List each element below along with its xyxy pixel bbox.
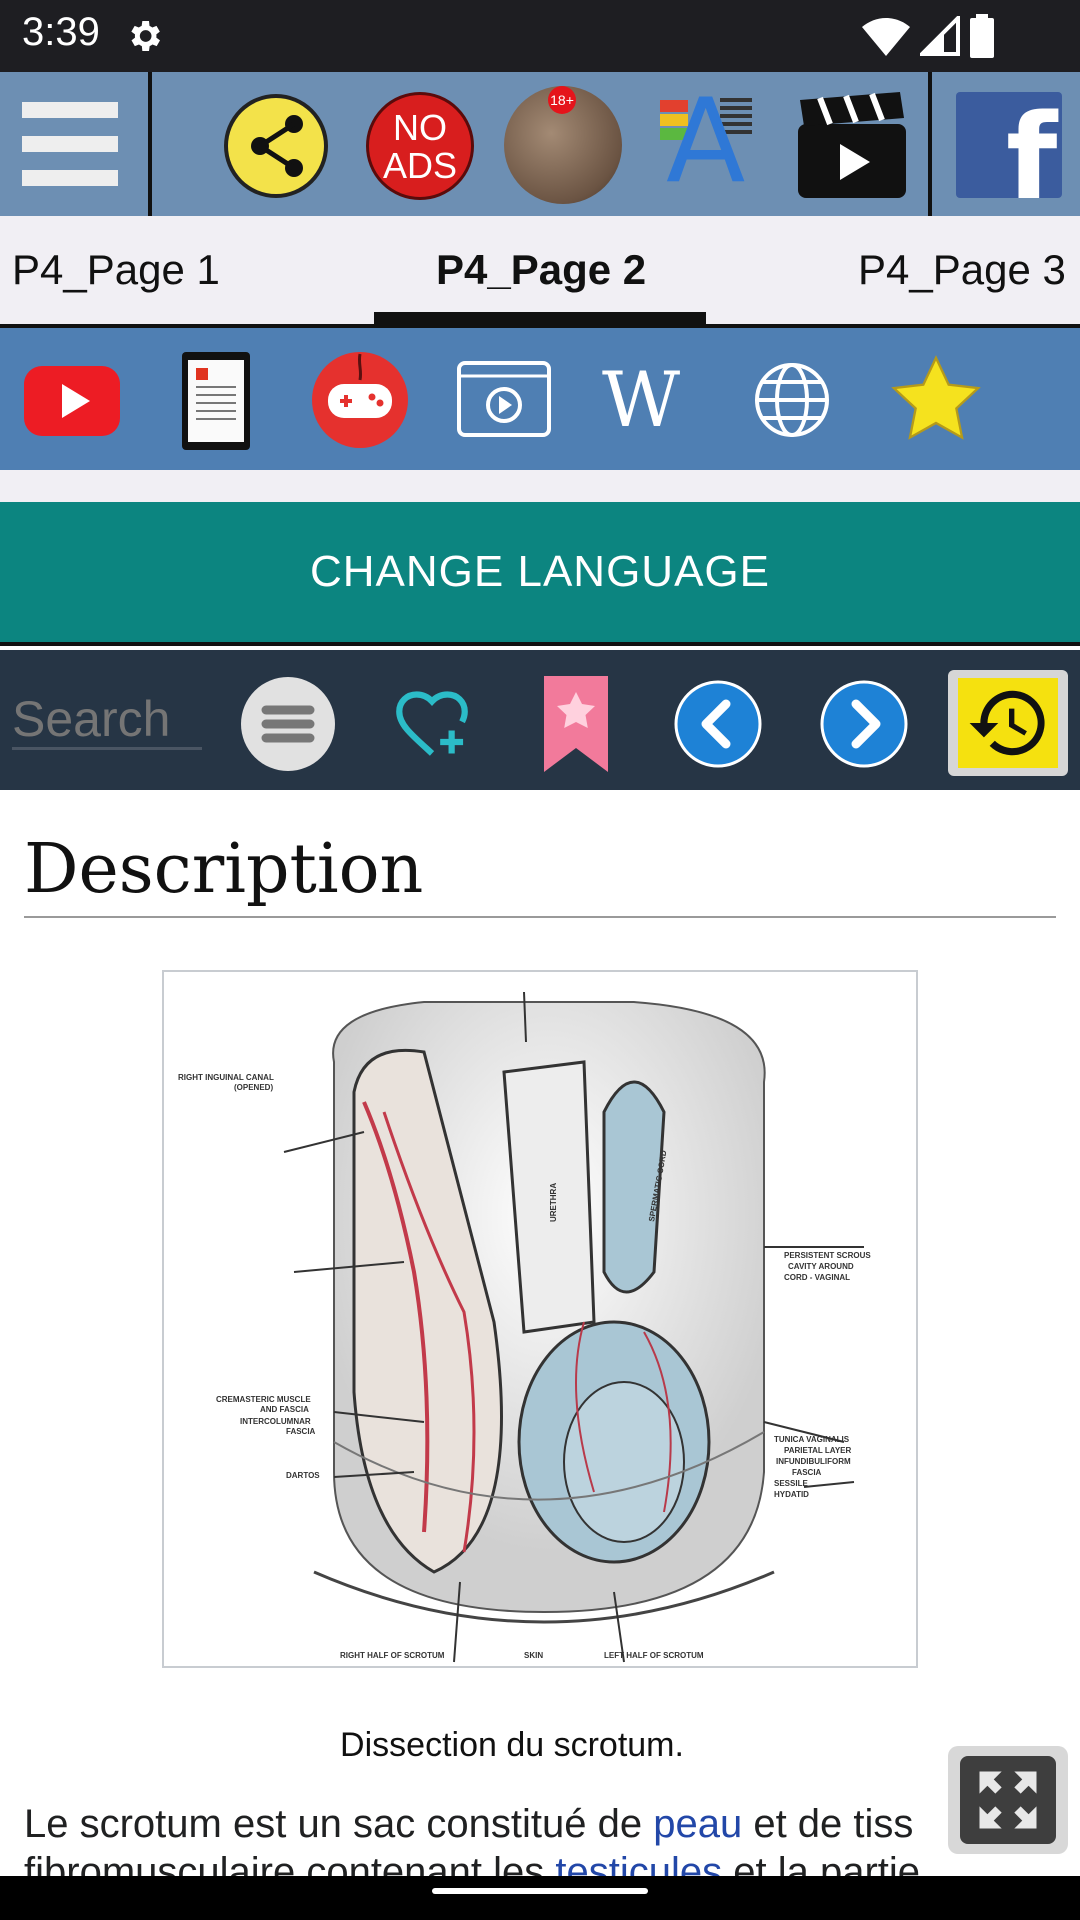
fig-label: RIGHT INGUINAL CANAL — [178, 1073, 274, 1082]
quick-links-bar: W — [0, 328, 1080, 470]
search-toolbar — [0, 650, 1080, 790]
system-navigation-bar — [0, 1876, 1080, 1920]
fig-label: FASCIA — [792, 1468, 822, 1477]
settings-gear-icon — [131, 21, 160, 51]
home-gesture-handle[interactable] — [432, 1888, 648, 1894]
favorite-star-icon[interactable] — [890, 354, 982, 446]
paragraph-text: et de tiss — [742, 1802, 914, 1846]
no-ads-label-line2: ADS — [382, 145, 458, 186]
share-icon[interactable] — [222, 92, 330, 200]
list-menu-icon[interactable] — [240, 676, 336, 772]
wifi-icon — [862, 18, 910, 56]
no-ads-button[interactable]: NO ADS — [366, 92, 474, 200]
top-app-bar: NO ADS 18+ A f — [0, 72, 1080, 216]
tab-page-1[interactable]: P4_Page 1 — [12, 246, 220, 293]
fig-label: SKIN — [524, 1651, 543, 1660]
fig-label: PARIETAL LAYER — [784, 1446, 851, 1455]
scrotum-dissection-illustration: RIGHT INGUINAL CANAL (OPENED) CREMASTERI… — [178, 991, 871, 1663]
ebook-reader-icon[interactable] — [182, 352, 250, 450]
article-content: Description RIGHT INGUINAL CANAL — [0, 790, 1080, 1876]
age-badge: 18+ — [548, 86, 576, 114]
page-tabs: P4_Page 1 P4_Page 2 P4_Page 3 — [0, 216, 1080, 328]
no-ads-label-line1: NO — [393, 107, 447, 148]
figure-image[interactable]: RIGHT INGUINAL CANAL (OPENED) CREMASTERI… — [162, 970, 918, 1668]
fig-label: HYDATID — [774, 1490, 809, 1499]
wikipedia-icon[interactable]: W — [602, 355, 681, 444]
games-icon[interactable] — [310, 350, 410, 450]
heading-divider — [24, 916, 1056, 918]
youtube-icon[interactable] — [24, 366, 120, 436]
figure-caption: Dissection du scrotum. — [340, 1726, 684, 1764]
previous-arrow-icon[interactable] — [674, 680, 762, 768]
status-time: 3:39 — [22, 10, 100, 54]
fullscreen-button[interactable] — [948, 1746, 1068, 1854]
tab-page-3[interactable]: P4_Page 3 — [858, 246, 1066, 293]
fig-label: CAVITY AROUND — [788, 1262, 854, 1271]
fig-label: CORD - VAGINAL — [784, 1273, 850, 1282]
video-browser-icon[interactable] — [456, 360, 552, 438]
fig-label: INFUNDIBULIFORM — [776, 1457, 851, 1466]
video-clapper-icon[interactable] — [796, 88, 908, 200]
fig-label: PERSISTENT SCROUS — [784, 1251, 871, 1260]
fig-label: URETHRA — [549, 1183, 558, 1222]
fig-label: INTERCOLUMNAR — [240, 1417, 311, 1426]
fig-label: DARTOS — [286, 1471, 320, 1480]
globe-icon[interactable] — [754, 362, 830, 438]
menu-button[interactable] — [0, 72, 148, 216]
cell-signal-icon — [920, 16, 960, 56]
add-favorite-heart-icon[interactable] — [392, 688, 472, 760]
hamburger-menu-icon — [22, 102, 118, 186]
fig-label: RIGHT HALF OF SCROTUM — [340, 1651, 445, 1660]
change-language-button[interactable]: CHANGE LANGUAGE — [0, 502, 1080, 646]
history-clock-icon — [969, 690, 1045, 756]
history-button[interactable] — [948, 670, 1068, 776]
tab-active-indicator — [374, 312, 706, 324]
next-arrow-icon[interactable] — [820, 680, 908, 768]
article-paragraph: Le scrotum est un sac constitué de peau … — [24, 1800, 1064, 1876]
search-input[interactable] — [12, 690, 202, 750]
divider — [148, 72, 152, 216]
paragraph-text: et la partie — [722, 1850, 921, 1876]
fig-label: SESSILE — [774, 1479, 808, 1488]
paragraph-text: fibromusculaire contenant les — [24, 1850, 556, 1876]
expand-fullscreen-icon — [979, 1771, 1037, 1829]
tab-page-2[interactable]: P4_Page 2 — [436, 246, 647, 293]
facebook-icon[interactable]: f — [956, 92, 1062, 198]
fig-label: CREMASTERIC MUSCLE — [216, 1395, 311, 1404]
section-heading: Description — [24, 830, 424, 909]
fig-label: TUNICA VAGINALIS — [774, 1435, 850, 1444]
adult-content-app-icon[interactable]: 18+ — [504, 86, 622, 204]
divider — [928, 72, 932, 216]
status-bar: 3:39 — [0, 0, 1080, 72]
bookmark-icon[interactable] — [542, 674, 610, 774]
paragraph-text: Le scrotum est un sac constitué de — [24, 1802, 654, 1846]
fig-label: (OPENED) — [234, 1083, 273, 1092]
fig-label: LEFT HALF OF SCROTUM — [604, 1651, 704, 1660]
battery-icon — [970, 14, 994, 58]
font-size-icon[interactable]: A — [656, 84, 756, 200]
link-peau[interactable]: peau — [653, 1802, 743, 1846]
fig-label: FASCIA — [286, 1427, 316, 1436]
fig-label: AND FASCIA — [260, 1405, 309, 1414]
spacer — [0, 470, 1080, 502]
link-testicules[interactable]: testicules — [555, 1850, 723, 1876]
